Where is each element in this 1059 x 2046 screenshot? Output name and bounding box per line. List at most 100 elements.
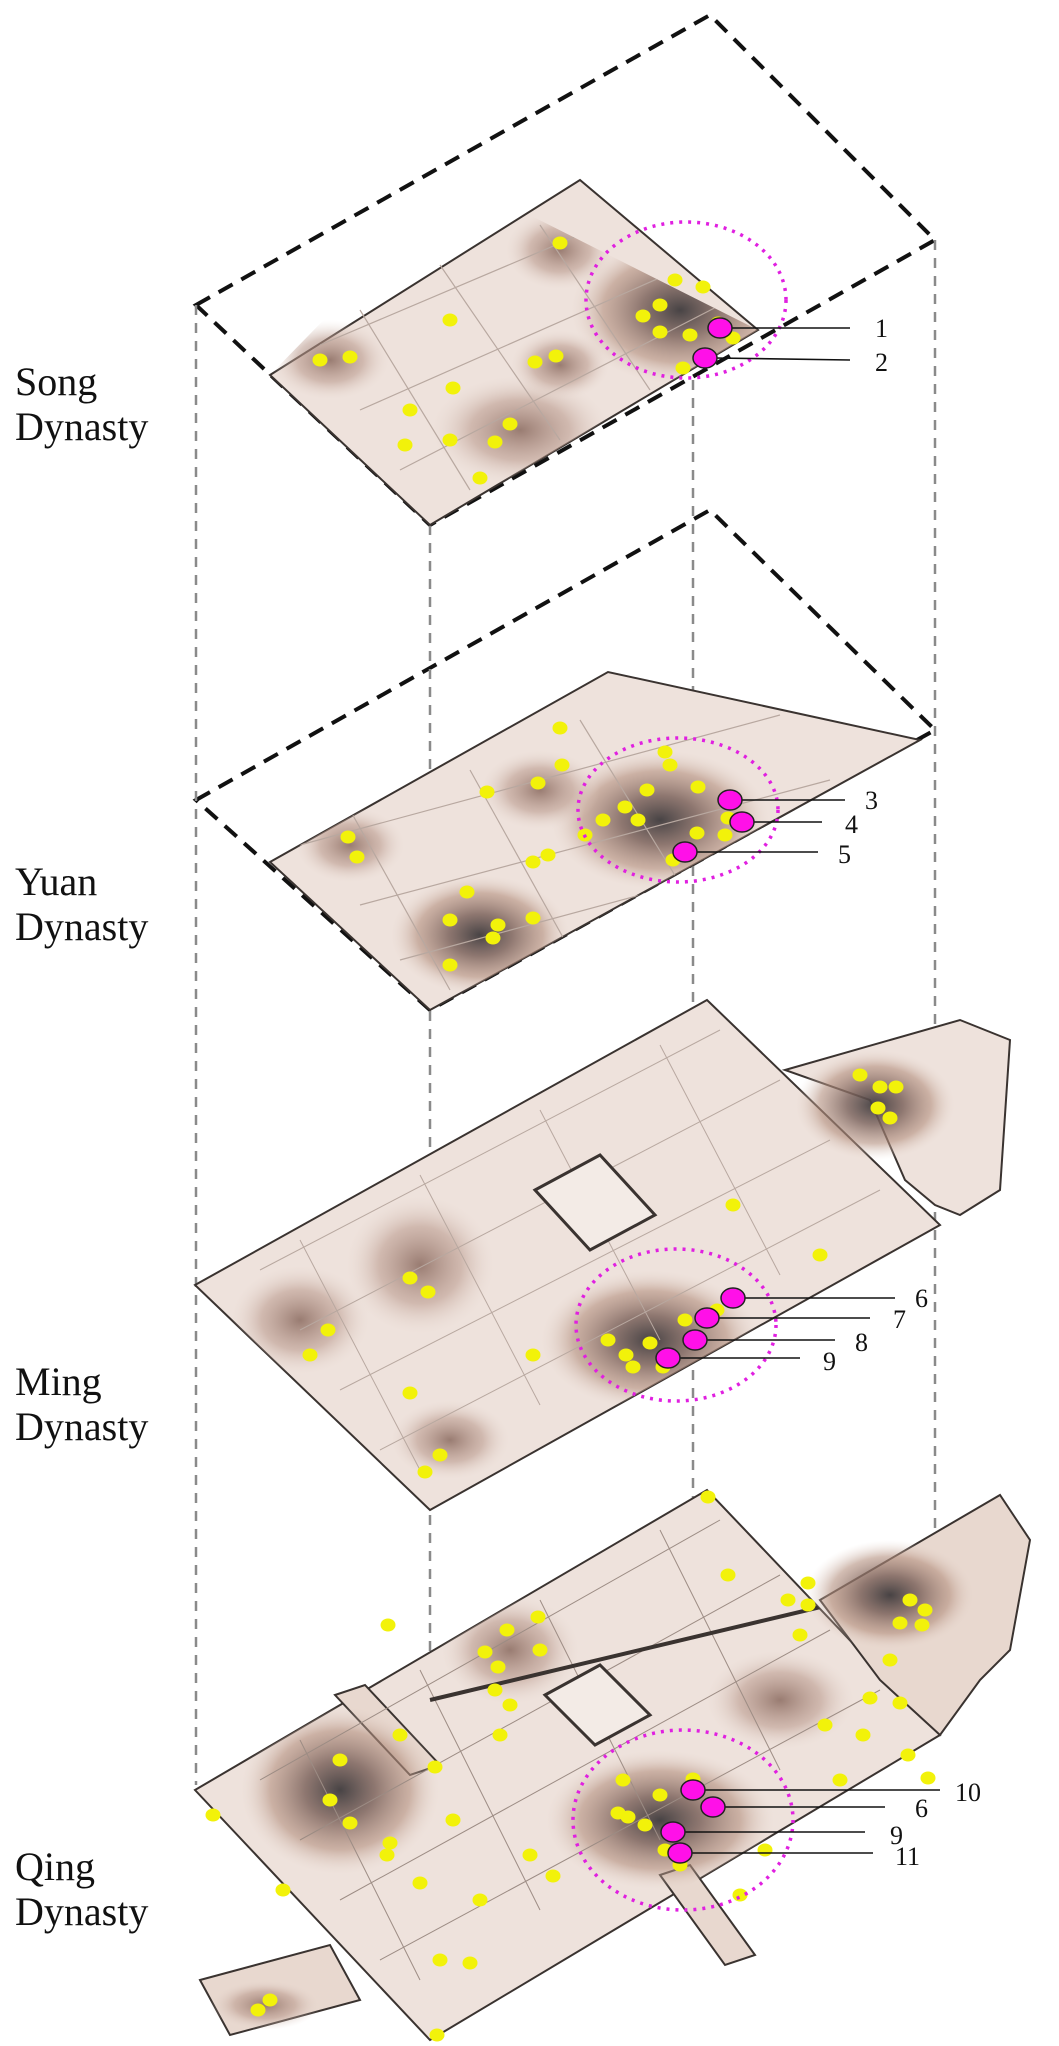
site-point	[402, 403, 418, 417]
site-point	[525, 1348, 541, 1362]
yuan-hotspot-ring	[576, 736, 780, 884]
site-point	[379, 1848, 395, 1862]
site-point	[882, 1111, 898, 1125]
song-callout-label: 2	[875, 348, 888, 377]
site-point	[250, 2003, 266, 2017]
qing-highlight-point	[660, 1821, 686, 1843]
site-point	[832, 1773, 848, 1787]
site-point	[472, 471, 488, 485]
site-point	[275, 1883, 291, 1897]
site-point	[800, 1598, 816, 1612]
ming-hotspot-ring	[574, 1247, 778, 1403]
site-point	[442, 433, 458, 447]
site-point	[540, 848, 556, 862]
site-point	[892, 1616, 908, 1630]
ming-highlight-point	[720, 1287, 746, 1309]
site-point	[667, 273, 683, 287]
song-callout-label: 1	[875, 314, 888, 343]
yuan-highlight-point	[672, 841, 698, 863]
site-point	[525, 855, 541, 869]
yuan-callout-label: 5	[838, 840, 851, 869]
site-point	[675, 361, 691, 375]
yuan-callout-label: 4	[845, 810, 858, 839]
site-point	[545, 1869, 561, 1883]
site-point	[902, 1593, 918, 1607]
song-hotspot-ring	[584, 220, 788, 380]
ming-callout-label: 8	[855, 1328, 868, 1357]
site-point	[637, 1818, 653, 1832]
site-point	[652, 1788, 668, 1802]
ming-label-line2: Dynasty	[15, 1404, 148, 1449]
ming-label-line1: Ming	[15, 1359, 102, 1404]
site-point	[205, 1808, 221, 1822]
site-point	[530, 776, 546, 790]
site-point	[490, 1660, 506, 1674]
site-point	[800, 1576, 816, 1590]
song-label-line1: Song	[15, 359, 97, 404]
site-point	[595, 813, 611, 827]
site-point	[700, 1490, 716, 1504]
site-point	[380, 1618, 396, 1632]
qing-highlight-point	[700, 1796, 726, 1818]
site-point	[690, 780, 706, 794]
site-point	[442, 958, 458, 972]
qing-callout-label: 11	[895, 1842, 920, 1871]
site-point	[917, 1603, 933, 1617]
ming-highlight-point	[694, 1307, 720, 1329]
yuan-frame	[192, 507, 939, 1013]
site-point	[817, 1718, 833, 1732]
site-point	[442, 913, 458, 927]
site-point	[417, 1465, 433, 1479]
site-point	[502, 1698, 518, 1712]
site-point	[492, 1728, 508, 1742]
site-point	[717, 828, 733, 842]
site-point	[615, 1773, 631, 1787]
site-point	[600, 1333, 616, 1347]
site-point	[402, 1271, 418, 1285]
qing-highlight-point	[680, 1779, 706, 1801]
site-point	[487, 435, 503, 449]
qing-hotspot-ring	[571, 1728, 795, 1912]
yuan-callout-label: 3	[865, 786, 878, 815]
site-point	[382, 1836, 398, 1850]
site-point	[888, 1080, 904, 1094]
site-point	[852, 1068, 868, 1082]
site-point	[689, 826, 705, 840]
ming-map	[193, 998, 1012, 1512]
site-point	[780, 1593, 796, 1607]
ming-highlight-point	[655, 1347, 681, 1369]
site-point	[920, 1771, 936, 1785]
site-point	[445, 1813, 461, 1827]
site-point	[554, 758, 570, 772]
site-point	[617, 800, 633, 814]
site-point	[432, 1448, 448, 1462]
site-point	[459, 885, 475, 899]
site-point	[548, 349, 564, 363]
yuan-highlight-point	[729, 811, 755, 833]
site-point	[635, 309, 651, 323]
site-point	[552, 721, 568, 735]
site-point	[862, 1691, 878, 1705]
site-point	[340, 830, 356, 844]
site-point	[618, 1348, 634, 1362]
site-point	[892, 1696, 908, 1710]
site-point	[552, 236, 568, 250]
site-point	[652, 298, 668, 312]
site-point	[302, 1348, 318, 1362]
site-point	[477, 1645, 493, 1659]
site-point	[652, 325, 668, 339]
site-point	[900, 1748, 916, 1762]
site-point	[792, 1628, 808, 1642]
site-point	[732, 1888, 748, 1902]
site-point	[855, 1728, 871, 1742]
site-point	[320, 1323, 336, 1337]
ming-callout-label: 9	[823, 1347, 836, 1376]
site-point	[657, 745, 673, 759]
site-point	[682, 328, 698, 342]
site-point	[462, 1956, 478, 1970]
site-point	[642, 1336, 658, 1350]
ming-callout-label: 7	[893, 1305, 906, 1334]
site-point	[914, 1618, 930, 1632]
